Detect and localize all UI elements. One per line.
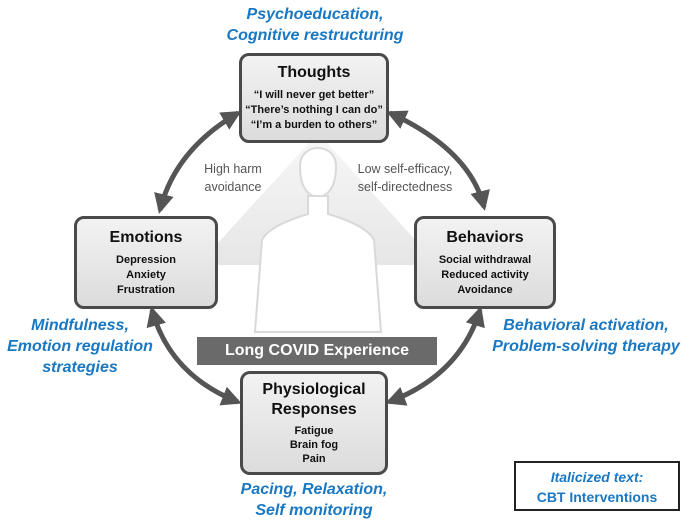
emotions-title: Emotions	[109, 229, 183, 246]
thoughts-item: “I’m a burden to others”	[250, 119, 378, 131]
intervention-line: Psychoeducation,	[246, 6, 384, 23]
trait-right: Low self-efficacy, self-directedness	[344, 160, 466, 196]
behaviors-item: Reduced activity	[441, 269, 529, 281]
physiological-item: Brain fog	[289, 439, 339, 451]
intervention-line: strategies	[42, 359, 118, 376]
behaviors-item: Avoidance	[457, 284, 513, 296]
thoughts-title: Thoughts	[277, 64, 351, 81]
trait-line: avoidance	[204, 180, 262, 194]
emotions-item: Depression	[116, 254, 176, 266]
thoughts-item: “There’s nothing I can do”	[245, 104, 383, 116]
legend-line1: Italicized text:	[550, 469, 644, 485]
legend-line2: CBT Interventions	[536, 489, 658, 505]
trait-line: self-directedness	[357, 180, 453, 194]
arrow-behaviors-physiological	[385, 306, 485, 406]
arrow-thoughts-behaviors	[386, 110, 490, 211]
thoughts-item: “I will never get better”	[253, 89, 375, 101]
person-silhouette-icon	[253, 147, 383, 333]
intervention-line: Problem-solving therapy	[492, 338, 680, 355]
behaviors-item: Social withdrawal	[438, 254, 532, 266]
emotions-box: Emotions Depression Anxiety Frustration	[74, 216, 218, 309]
thoughts-box: Thoughts “I will never get better” “Ther…	[239, 53, 389, 143]
intervention-emotions: Mindfulness, Emotion regulation strategi…	[0, 315, 160, 378]
intervention-line: Mindfulness,	[31, 317, 129, 334]
behaviors-box: Behaviors Social withdrawal Reduced acti…	[414, 216, 556, 309]
physiological-item: Fatigue	[294, 425, 334, 437]
intervention-line: Cognitive restructuring	[226, 27, 404, 44]
physiological-box: Physiological Responses Fatigue Brain fo…	[240, 371, 388, 475]
intervention-line: Emotion regulation	[7, 338, 153, 355]
trait-line: High harm	[204, 162, 262, 176]
intervention-line: Self monitoring	[255, 502, 373, 519]
legend-box: Italicized text: CBT Interventions	[514, 461, 680, 511]
trait-left: High harm avoidance	[183, 160, 283, 196]
intervention-behaviors: Behavioral activation, Problem-solving t…	[488, 315, 684, 357]
intervention-physiological: Pacing, Relaxation, Self monitoring	[214, 479, 414, 521]
arrow-physiological-emotions	[146, 306, 242, 406]
behaviors-title: Behaviors	[446, 229, 524, 246]
physiological-item: Pain	[302, 453, 326, 465]
emotions-item: Frustration	[116, 284, 176, 296]
intervention-line: Pacing, Relaxation,	[240, 481, 388, 498]
intervention-line: Behavioral activation,	[503, 317, 669, 334]
physiological-title-line2: Responses	[271, 401, 357, 418]
center-banner: Long COVID Experience	[197, 337, 437, 365]
emotions-item: Anxiety	[126, 269, 166, 281]
trait-line: Low self-efficacy,	[357, 162, 453, 176]
intervention-thoughts: Psychoeducation, Cognitive restructuring	[190, 4, 440, 46]
physiological-title-line1: Physiological	[262, 381, 366, 398]
arrow-emotions-thoughts	[154, 110, 242, 214]
